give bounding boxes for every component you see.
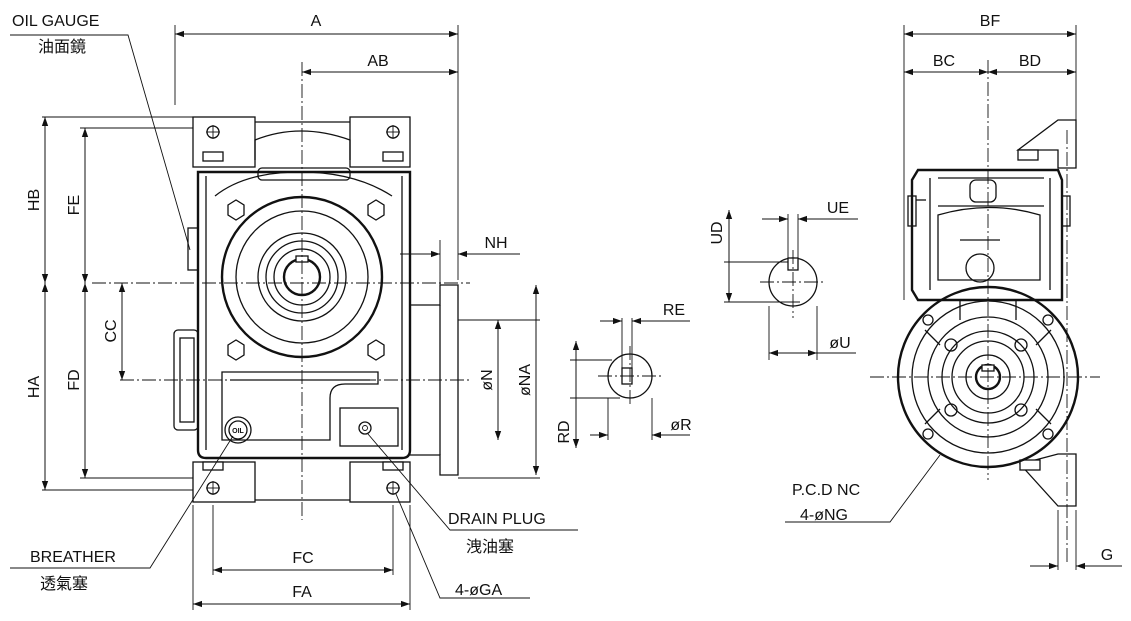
dim-ue-label: UE xyxy=(827,200,849,217)
dim-g-label: G xyxy=(1101,547,1113,564)
dim-fc-label: FC xyxy=(292,550,313,567)
dim-bd-label: BD xyxy=(1019,53,1041,70)
hex-bolt-icon xyxy=(367,199,385,221)
breather-zh-label: 透氣塞 xyxy=(40,575,88,593)
dim-fe-label: FE xyxy=(66,195,83,215)
hex-bolt-icon xyxy=(227,199,245,221)
oil-gauge-leader xyxy=(10,34,191,251)
hex-bolt-icon xyxy=(227,339,245,361)
top-left-foot xyxy=(192,116,256,168)
flange-hole-icon xyxy=(922,428,934,440)
dim-ha-label: HA xyxy=(26,376,43,399)
bottom-right-foot xyxy=(349,461,411,503)
drain-plug-icon xyxy=(358,421,372,435)
pcd-nc-label: P.C.D NC xyxy=(792,482,860,499)
dim-rd-label: RD xyxy=(556,420,573,443)
four-ga-leader xyxy=(395,493,530,599)
side-housing xyxy=(910,168,1064,302)
oil-gauge-label: OIL GAUGE xyxy=(12,13,99,30)
oil-gauge-zh-label: 油面鏡 xyxy=(38,37,86,56)
flange-bolt-icon xyxy=(944,338,958,352)
dim-ab-label: AB xyxy=(367,53,388,70)
breather-icon xyxy=(224,416,252,444)
flange-bolts xyxy=(922,314,1054,440)
flange-bolt-icon xyxy=(944,403,958,417)
side-view: BF BC BD G P.C.D NC 4-øNG xyxy=(785,13,1122,570)
dim-r-label: øR xyxy=(670,417,691,434)
breather-label: BREATHER xyxy=(30,549,116,566)
housing-body xyxy=(196,170,412,460)
drain-plug-label: DRAIN PLUG xyxy=(448,511,546,528)
flange-hole-icon xyxy=(1042,428,1054,440)
four-ng-label: 4-øNG xyxy=(800,507,848,524)
front-view: OIL xyxy=(10,13,578,610)
dim-hb-label: HB xyxy=(26,189,43,211)
bottom-left-foot xyxy=(192,461,256,503)
flange-bolt-icon xyxy=(1014,403,1028,417)
breather-badge: OIL xyxy=(232,428,244,435)
dim-ud-label: UD xyxy=(709,221,726,244)
dim-bf-label: BF xyxy=(980,13,1001,30)
dim-re-label: RE xyxy=(663,302,685,319)
four-ga-label: 4-øGA xyxy=(455,582,502,599)
oil-gauge-window xyxy=(187,227,199,271)
dim-fa-label: FA xyxy=(292,584,312,601)
hex-bolt-icon xyxy=(367,339,385,361)
dim-a-label: A xyxy=(311,13,322,30)
dim-na-label: øNA xyxy=(517,364,534,396)
dim-u-label: øU xyxy=(829,335,850,352)
drain-plug-zh-label: 洩油塞 xyxy=(466,538,514,556)
shaft-detail-r: RE RD øR xyxy=(556,302,692,448)
shaft-detail-u: UE UD øU xyxy=(709,200,858,360)
breather-leader xyxy=(10,435,234,569)
pcd-leader xyxy=(785,454,941,523)
drain-plug-leader xyxy=(367,433,578,531)
flange-hole-icon xyxy=(1042,314,1054,326)
flange-bolt-icon xyxy=(1014,338,1028,352)
dim-n-label: øN xyxy=(479,369,496,390)
side-top-foot xyxy=(1016,119,1077,169)
dim-nh-label: NH xyxy=(484,235,507,252)
drain-plug-housing xyxy=(339,407,399,447)
dim-bc-label: BC xyxy=(933,53,955,70)
dim-cc-label: CC xyxy=(103,319,120,342)
dim-fd-label: FD xyxy=(66,369,83,390)
flange-hole-icon xyxy=(922,314,934,326)
side-bottom-foot xyxy=(1018,453,1077,507)
